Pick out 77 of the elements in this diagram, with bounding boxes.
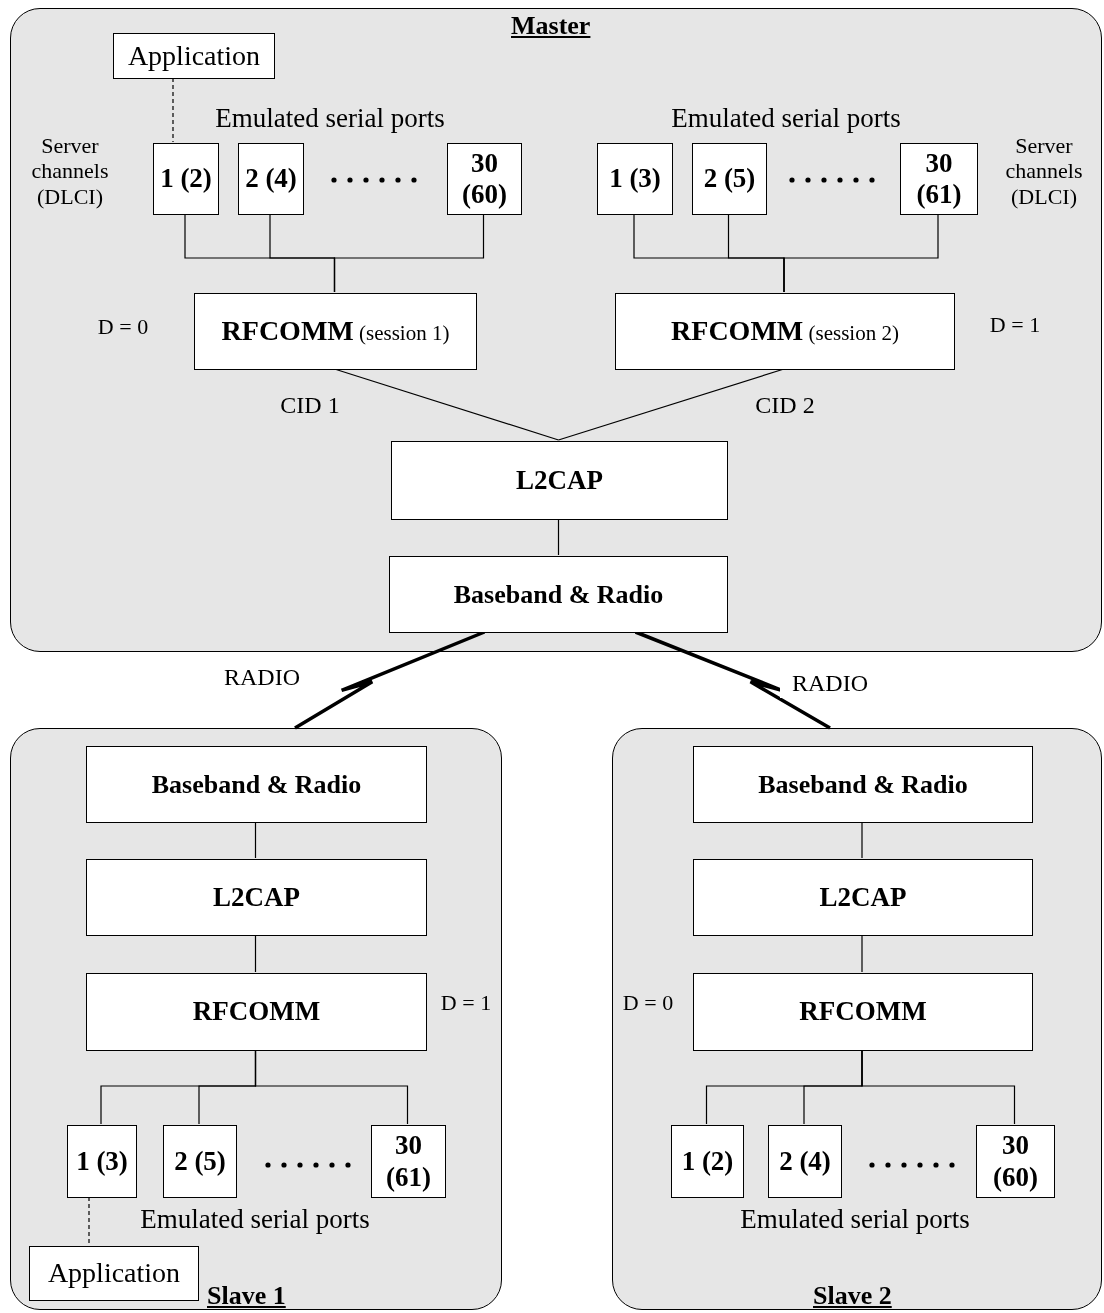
direction-bit-label: D = 1 — [988, 312, 1042, 338]
layer-box — [693, 746, 1033, 823]
layer-box — [693, 973, 1033, 1051]
layer-box — [597, 143, 673, 215]
box-label: 2 (5) — [703, 163, 756, 195]
layer-box — [153, 143, 219, 215]
layer-box — [86, 859, 427, 936]
layer-box — [371, 1125, 446, 1198]
layer-box — [67, 1125, 137, 1198]
device-panel — [10, 8, 1102, 652]
box-label: 30 (60) — [992, 1130, 1039, 1193]
group-caption: Emulated serial ports — [214, 103, 446, 135]
box-label: L2CAP — [516, 464, 603, 496]
box-label: L2CAP — [819, 881, 907, 913]
connector-line — [333, 213, 485, 293]
box-label: 30 (61) — [915, 147, 963, 211]
layer-box — [194, 293, 477, 370]
dashed-connector — [172, 77, 174, 143]
box-label: 1 (2) — [160, 163, 212, 195]
box-label: Application — [127, 39, 261, 73]
radio-link — [634, 630, 831, 730]
connector-line — [254, 934, 257, 973]
box-label: RFCOMM — [799, 996, 927, 1028]
connector-line — [861, 1049, 1016, 1125]
box-label: 2 (4) — [779, 1145, 831, 1177]
layer-box — [86, 973, 427, 1051]
box-label: 1 (3) — [76, 1145, 128, 1177]
group-caption: Emulated serial ports — [670, 103, 902, 135]
direction-bit-label: D = 0 — [96, 314, 150, 340]
connector-line — [861, 821, 863, 859]
device-panel — [10, 728, 502, 1310]
box-label: RFCOMM — [192, 996, 321, 1028]
application-box — [113, 33, 275, 79]
group-caption: Emulated serial ports — [139, 1204, 371, 1236]
box-label: 30 (60) — [461, 147, 508, 211]
layer-box — [976, 1125, 1055, 1198]
layer-box — [671, 1125, 744, 1198]
panel-title: Slave 2 — [813, 1281, 892, 1311]
box-label: Baseband & Radio — [453, 579, 664, 610]
box-label: Baseband & Radio — [758, 769, 968, 800]
layer-box — [86, 746, 427, 823]
panel-title: Master — [511, 11, 591, 41]
side-caption: Server channels (DLCI) — [1004, 133, 1084, 209]
layer-box — [900, 143, 978, 215]
dashed-connector — [88, 1196, 90, 1246]
connector-line — [783, 213, 939, 293]
radio-link — [294, 630, 486, 730]
layer-box — [238, 143, 304, 215]
box-label: L2CAP — [213, 881, 300, 913]
box-label: Application — [47, 1257, 181, 1290]
box-label: RFCOMM (session 2) — [671, 315, 899, 348]
direction-bit-label: D = 0 — [621, 990, 675, 1016]
layer-box — [768, 1125, 842, 1198]
layer-box — [447, 143, 522, 215]
box-label: 1 (3) — [609, 163, 661, 195]
connector-line — [557, 518, 560, 556]
box-label: 30 (61) — [385, 1130, 432, 1193]
direction-bit-label: D = 1 — [439, 990, 493, 1016]
box-label: 1 (2) — [681, 1145, 734, 1177]
device-panel — [612, 728, 1102, 1310]
layer-box — [692, 143, 767, 215]
group-caption: Emulated serial ports — [739, 1204, 971, 1236]
layer-box — [389, 556, 728, 633]
layer-box — [615, 293, 955, 370]
layer-box — [163, 1125, 237, 1198]
box-label: 2 (4) — [245, 163, 297, 195]
connector-line — [861, 934, 863, 973]
layer-box — [391, 441, 728, 520]
connector-line — [254, 1049, 409, 1125]
box-label: Baseband & Radio — [151, 769, 362, 800]
layer-box — [693, 859, 1033, 936]
panel-title: Slave 1 — [207, 1281, 286, 1311]
box-label: RFCOMM (session 1) — [221, 315, 450, 348]
application-box — [29, 1246, 199, 1301]
connector-line — [254, 821, 257, 859]
box-label: 2 (5) — [174, 1145, 226, 1177]
side-caption: Server channels (DLCI) — [30, 133, 110, 209]
